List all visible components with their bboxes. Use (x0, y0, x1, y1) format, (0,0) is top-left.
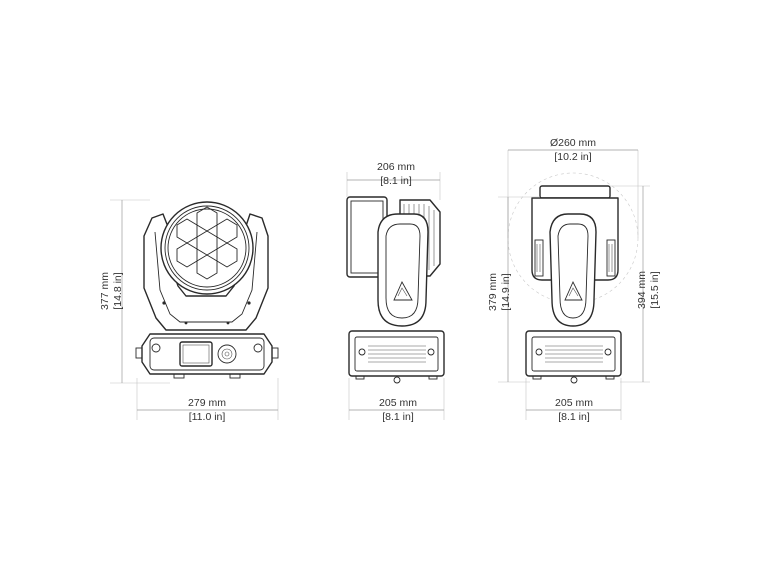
side-view (346, 172, 445, 420)
side-logo (393, 280, 413, 301)
front-width-mm: 279 mm (188, 397, 226, 409)
rear-height-mm: 394 mm (636, 271, 648, 309)
front-height-in: [14.8 in] (112, 272, 124, 309)
front-head-circle (160, 201, 254, 295)
rear-view (498, 149, 650, 420)
front-display-screen (179, 341, 213, 367)
front-width-in: [11.0 in] (189, 411, 226, 423)
side-height-mm: 379 mm (487, 273, 499, 311)
side-yoke-arm (377, 213, 429, 327)
front-view (110, 199, 279, 420)
front-lens-cluster (176, 206, 238, 280)
side-top-width-mm: 206 mm (377, 161, 415, 173)
side-base-width-in: [8.1 in] (382, 411, 414, 423)
side-base-width-mm: 205 mm (379, 397, 417, 409)
rear-diameter-in: [10.2 in] (554, 151, 591, 163)
rear-diameter-mm: Ø260 mm (550, 137, 596, 149)
rear-base (525, 330, 622, 377)
rear-base-width-mm: 205 mm (555, 397, 593, 409)
rear-height-in: [15.5 in] (649, 271, 661, 308)
front-control-knob (217, 344, 237, 364)
side-top-width-in: [8.1 in] (380, 175, 412, 187)
rear-yoke-arm (549, 213, 597, 327)
front-height-mm: 377 mm (99, 272, 111, 310)
rear-base-width-in: [8.1 in] (558, 411, 590, 423)
side-base (348, 330, 445, 377)
side-height-in: [14.9 in] (500, 273, 512, 310)
rear-logo (564, 280, 583, 301)
